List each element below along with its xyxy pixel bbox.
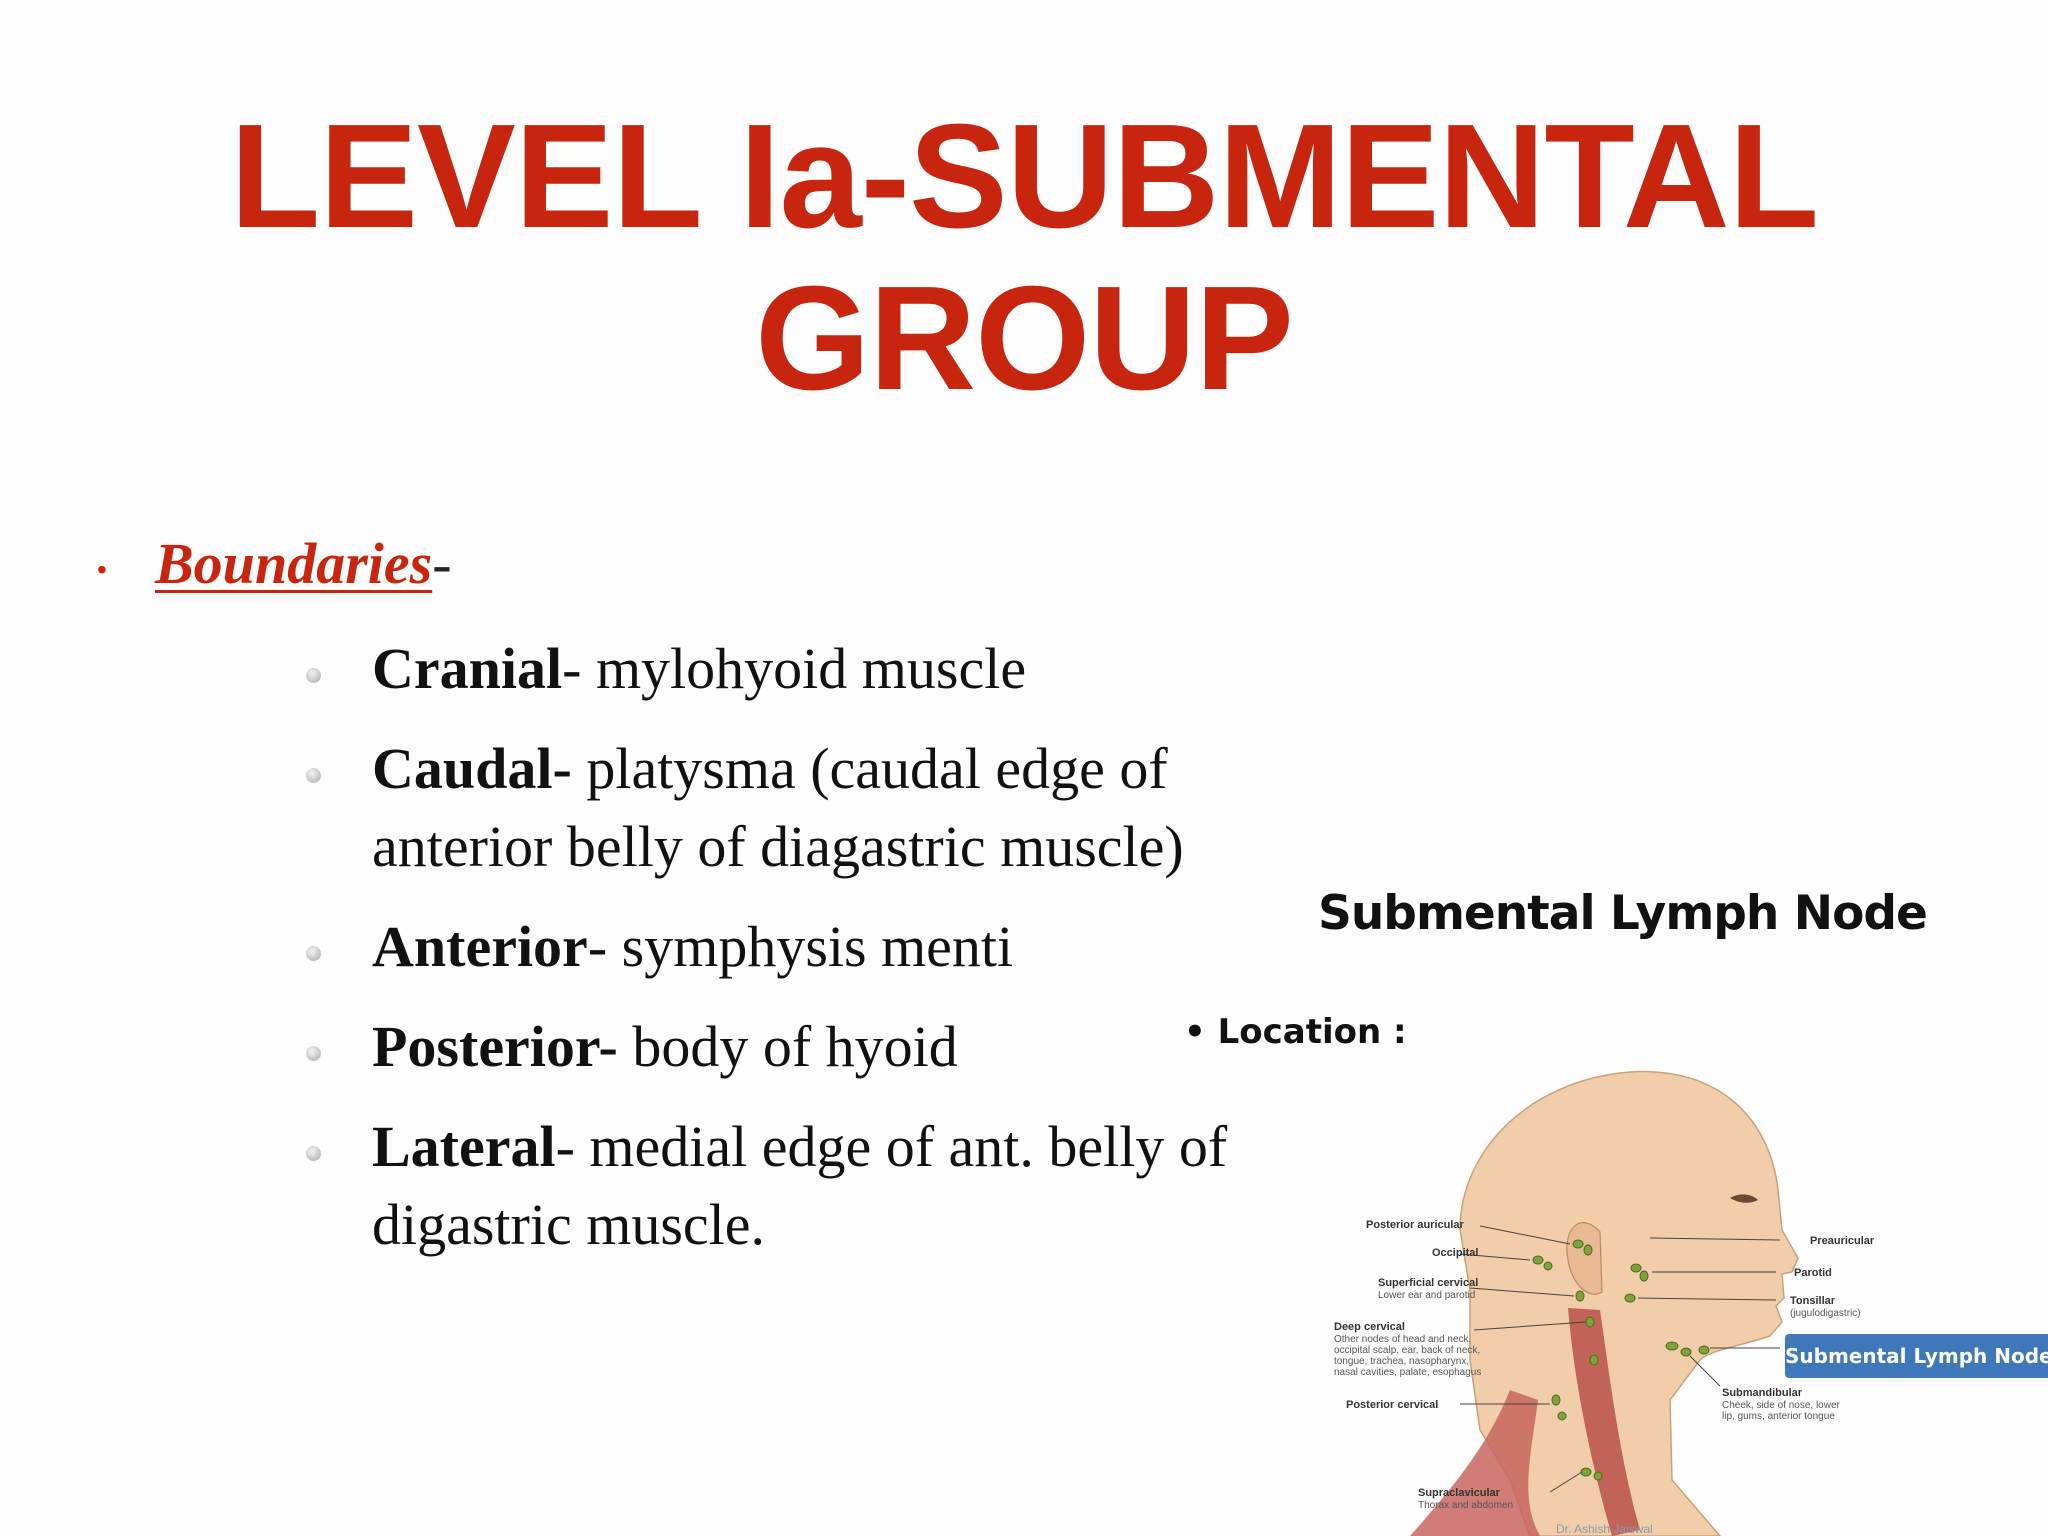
- sub-bullet-icon: [306, 1046, 321, 1061]
- lymph-node: [1585, 1316, 1595, 1328]
- boundary-label: Anterior: [372, 914, 588, 979]
- neck-lymph-node-illustration: Posterior auricular Occipital Superficia…: [1334, 1070, 1875, 1536]
- label-supraclavicular-sub: Thorax and abdomen: [1418, 1500, 1513, 1511]
- lymph-node: [1551, 1394, 1561, 1406]
- boundary-label: Caudal-: [372, 736, 572, 801]
- head-silhouette: [1459, 1070, 1799, 1536]
- sub-bullet-icon: [306, 1146, 321, 1161]
- label-tonsillar: Tonsillar: [1790, 1295, 1836, 1307]
- image-credit: Dr. Ashish Jaiswal: [1556, 1522, 1653, 1536]
- label-submandibular: Submandibular: [1722, 1387, 1803, 1399]
- boundary-caudal: Caudal- platysma (caudal edge of anterio…: [306, 730, 1346, 886]
- sub-bullet-icon: [306, 768, 321, 783]
- label-deep-cervical-sub: Other nodes of head and neck,: [1334, 1334, 1471, 1345]
- figure-title: Submental Lymph Node: [1318, 886, 1928, 941]
- label-superficial-cervical: Superficial cervical: [1378, 1277, 1478, 1289]
- lymph-node: [1589, 1354, 1599, 1366]
- lymph-node: [1665, 1341, 1679, 1351]
- label-occipital: Occipital: [1432, 1247, 1478, 1259]
- title-line-2: GROUP: [755, 256, 1294, 421]
- sternocleidomastoid-muscle: [1568, 1308, 1640, 1536]
- lymph-node: [1557, 1411, 1567, 1421]
- label-tonsillar-sub: (jugulodigastric): [1790, 1308, 1861, 1319]
- label-posterior-auricular: Posterior auricular: [1366, 1219, 1465, 1231]
- leader-lines: [1459, 1225, 1781, 1493]
- lymph-node: [1593, 1471, 1603, 1481]
- lymph-node: [1698, 1345, 1710, 1355]
- boundary-posterior: Posterior- body of hyoid: [306, 1008, 1346, 1086]
- sub-bullet-icon: [306, 668, 321, 683]
- boundaries-list: Cranial- mylohyoid muscle Caudal- platys…: [306, 630, 1346, 1286]
- bullet-dot: •: [97, 553, 107, 585]
- boundary-label: Cranial: [372, 636, 563, 701]
- label-supraclavicular: Supraclavicular: [1418, 1487, 1501, 1499]
- eye: [1730, 1194, 1758, 1203]
- label-deep-cervical: Deep cervical: [1334, 1321, 1405, 1333]
- lymph-node: [1580, 1467, 1592, 1477]
- lymph-node: [1572, 1239, 1584, 1249]
- lymph-node: [1575, 1290, 1585, 1302]
- label-parotid: Parotid: [1794, 1267, 1832, 1279]
- label-deep-cervical-sub: occipital scalp, ear, back of neck,: [1334, 1345, 1480, 1356]
- lymph-node: [1532, 1255, 1544, 1265]
- label-submandibular-sub: Cheek, side of nose, lower: [1722, 1400, 1841, 1411]
- boundaries-heading: Boundaries: [155, 531, 433, 596]
- lymph-node: [1543, 1261, 1553, 1271]
- lymph-node: [1624, 1293, 1636, 1303]
- boundary-label: Lateral: [372, 1114, 556, 1179]
- label-deep-cervical-sub: tongue, trachea, nasopharynx,: [1334, 1356, 1469, 1367]
- lymph-nodes: [1532, 1239, 1710, 1481]
- label-superficial-cervical-sub: Lower ear and parotid: [1378, 1290, 1475, 1301]
- slide-title: LEVEL Ia-SUBMENTAL GROUP: [0, 96, 2048, 420]
- trapezius-muscle: [1410, 1390, 1540, 1536]
- boundaries-bullet: • Boundaries-: [97, 528, 452, 606]
- lymph-node: [1583, 1244, 1593, 1256]
- boundary-text: body of hyoid: [617, 1014, 958, 1079]
- lymph-node: [1680, 1347, 1692, 1357]
- label-preauricular: Preauricular: [1810, 1235, 1875, 1247]
- boundary-text: platysma (caudal edge of anterior belly …: [372, 736, 1184, 879]
- lymph-node: [1630, 1263, 1642, 1273]
- sub-bullet-icon: [306, 946, 321, 961]
- boundary-cranial: Cranial- mylohyoid muscle: [306, 630, 1346, 708]
- title-line-1: LEVEL Ia-SUBMENTAL: [229, 94, 1819, 259]
- label-posterior-cervical: Posterior cervical: [1346, 1399, 1438, 1411]
- label-deep-cervical-sub: nasal cavities, palate, esophagus: [1334, 1367, 1481, 1378]
- boundary-label: Posterior-: [372, 1014, 618, 1079]
- figure-location-bullet: • Location :: [1184, 1012, 1407, 1052]
- boundary-text: - medial edge of ant. belly of digastric…: [372, 1114, 1228, 1257]
- boundary-text: - mylohyoid muscle: [562, 636, 1027, 701]
- lymph-node: [1639, 1270, 1649, 1282]
- boundary-lateral: Lateral- medial edge of ant. belly of di…: [306, 1108, 1346, 1264]
- label-submandibular-sub: lip, gums, anterior tongue: [1722, 1411, 1835, 1422]
- submental-lymph-node-callout: Submental Lymph Node: [1785, 1334, 2048, 1378]
- boundaries-suffix: -: [432, 531, 452, 596]
- boundary-anterior: Anterior- symphysis menti: [306, 908, 1346, 986]
- boundary-text: - symphysis menti: [587, 914, 1014, 979]
